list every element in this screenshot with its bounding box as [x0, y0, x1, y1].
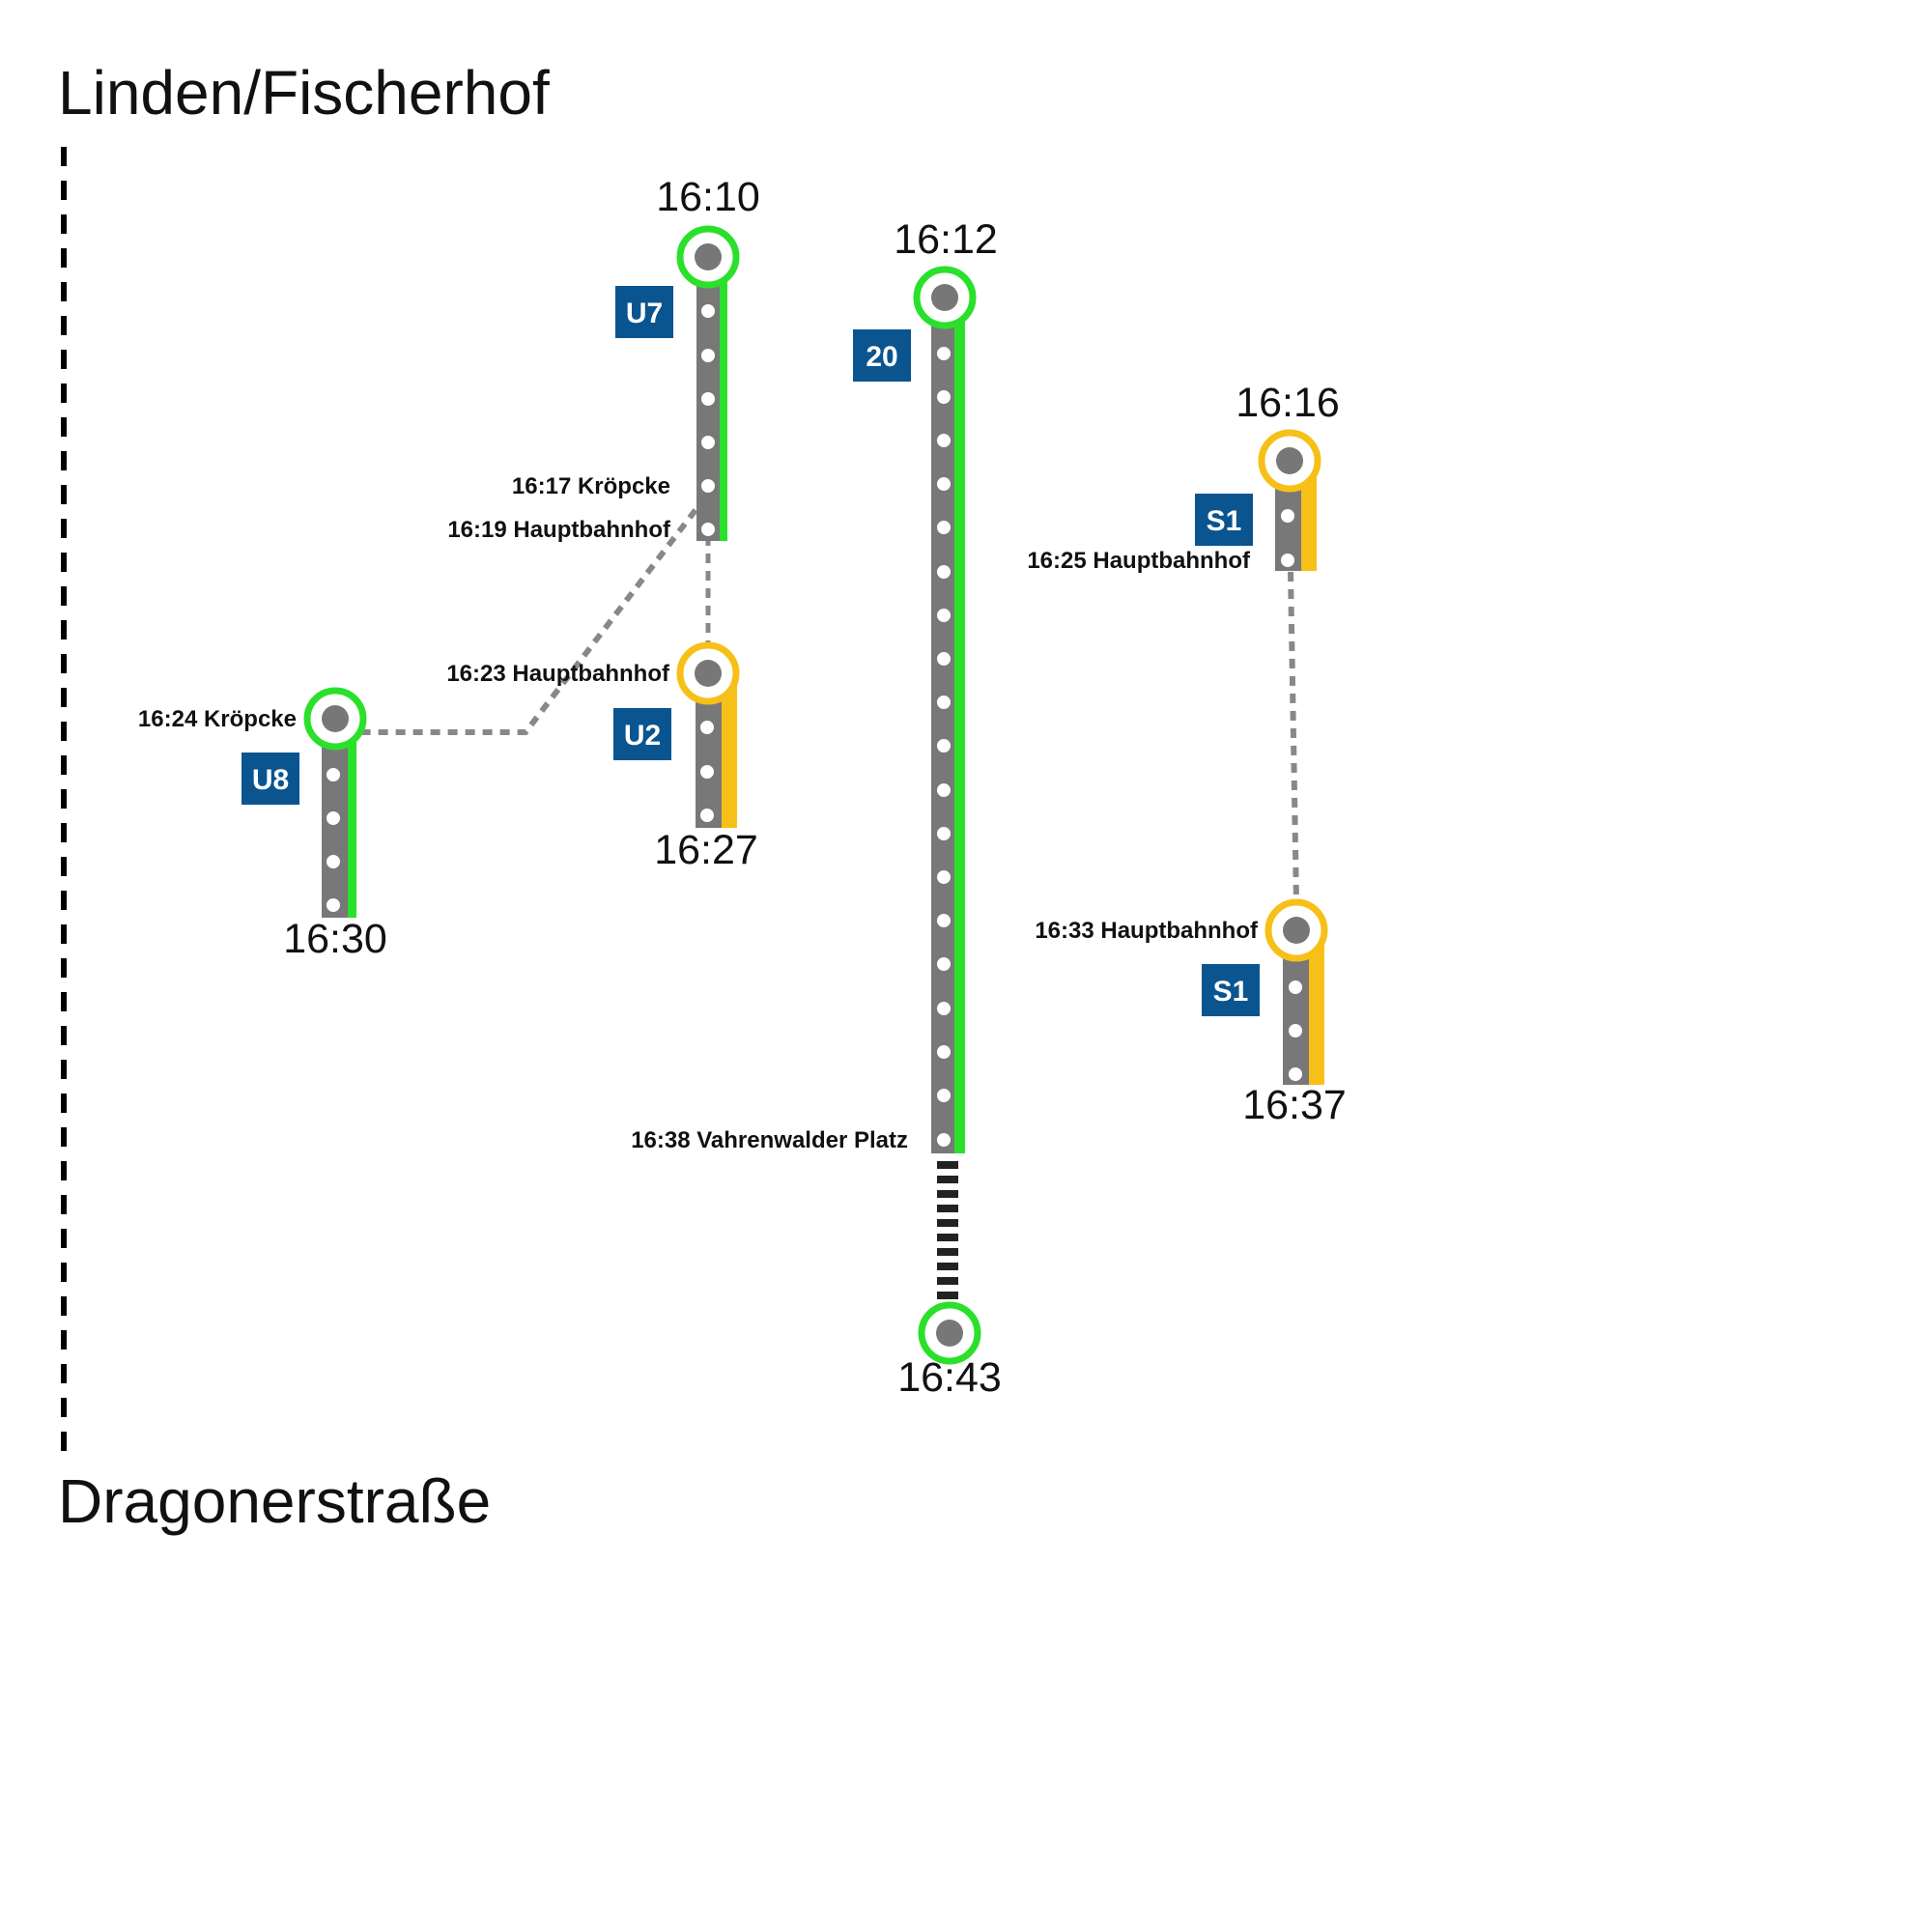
u7-stop-label-kroepcke: 16:17 Kröpcke	[512, 473, 670, 499]
s1b-start-dot	[1283, 917, 1310, 944]
u8-arrival-time: 16:30	[283, 916, 387, 962]
u2-departure-label: 16:23 Hauptbahnhof	[446, 661, 670, 687]
stop-dot	[325, 853, 342, 870]
u7-stops	[699, 302, 717, 538]
line20-track	[931, 298, 954, 1153]
stop-dot	[699, 302, 717, 320]
stop-dot	[1279, 507, 1296, 525]
stop-dot	[935, 432, 952, 449]
stop-dot	[935, 1087, 952, 1104]
s1b-line-color	[1307, 930, 1324, 1085]
u8-start-dot	[322, 705, 349, 732]
stop-dot	[1279, 552, 1296, 569]
u2-line-badge	[613, 708, 671, 760]
line20-start-dot	[931, 284, 958, 311]
stop-dot	[935, 825, 952, 842]
u8-line-color	[346, 719, 356, 918]
u2-start-dot	[695, 660, 722, 687]
s1a-departure-time: 16:16	[1236, 380, 1340, 426]
stop-dot	[1287, 979, 1304, 996]
origin-title: Linden/Fischerhof	[58, 58, 550, 128]
stop-dot	[325, 896, 342, 914]
stop-dot	[935, 563, 952, 581]
leg-u8: U8 16:24 Kröpcke 16:30	[138, 687, 387, 962]
line20-stops	[935, 345, 952, 1149]
u8-badge-label: U8	[252, 764, 289, 796]
s1a-start-dot	[1276, 447, 1303, 474]
leg-s1-second: S1 16:33 Hauptbahnhof 16:37	[1035, 898, 1347, 1128]
stop-dot	[935, 737, 952, 754]
line20-badge-label: 20	[866, 341, 897, 373]
u2-line-color	[721, 673, 737, 828]
u7-line-badge	[615, 286, 673, 338]
s1a-line-badge	[1195, 494, 1253, 546]
s1b-badge-label: S1	[1213, 976, 1249, 1008]
stop-dot	[935, 607, 952, 624]
stop-dot	[698, 763, 716, 781]
stop-dot	[698, 719, 716, 736]
leg-s1-first: S1 16:16 16:25 Hauptbahnhof	[1027, 380, 1339, 574]
stop-dot	[935, 912, 952, 929]
leg-u7: U7 16:10 16:17 Kröpcke 16:19 Hauptbahnho…	[447, 174, 759, 543]
leg-u2: U2 16:23 Hauptbahnhof 16:27	[446, 641, 758, 873]
u2-arrival-time: 16:27	[654, 827, 758, 873]
stop-dot	[1287, 1065, 1304, 1083]
stop-dot	[935, 519, 952, 536]
s1b-stops	[1287, 979, 1304, 1083]
stop-dot	[1287, 1022, 1304, 1039]
stop-dot	[935, 475, 952, 493]
line20-line-color	[952, 298, 965, 1153]
stop-dot	[935, 650, 952, 668]
line20-stop-label-vahrenwalder-platz: 16:38 Vahrenwalder Platz	[631, 1127, 908, 1153]
u7-start-dot	[695, 243, 722, 270]
stop-dot	[935, 781, 952, 799]
stop-dot	[698, 807, 716, 824]
line20-departure-time: 16:12	[894, 216, 998, 263]
walk-arrival-time: 16:43	[897, 1354, 1002, 1401]
u2-badge-label: U2	[624, 720, 661, 752]
u8-stops	[325, 766, 342, 914]
stop-dot	[325, 810, 342, 827]
stop-dot	[699, 347, 717, 364]
stop-dot	[699, 434, 717, 451]
transfer-u7-u8	[359, 508, 698, 735]
stop-dot	[935, 388, 952, 406]
transfer-s1-s1	[1288, 571, 1299, 904]
s1b-arrival-time: 16:37	[1242, 1082, 1347, 1128]
u8-line-badge	[242, 753, 299, 805]
stop-dot	[935, 868, 952, 886]
u2-stops	[698, 719, 716, 824]
s1b-line-badge	[1202, 964, 1260, 1016]
leg-20: 20 16:12 16:38 Vahrenwalder Platz 16:43	[631, 216, 1002, 1401]
u7-stop-label-hauptbahnhof: 16:19 Hauptbahnhof	[447, 517, 671, 543]
s1a-badge-label: S1	[1207, 505, 1242, 537]
stop-dot	[935, 955, 952, 973]
stop-dot	[935, 1000, 952, 1017]
s1a-stop-label-hauptbahnhof: 16:25 Hauptbahnhof	[1027, 548, 1251, 574]
u7-line-color	[717, 257, 727, 541]
s1a-stops	[1279, 507, 1296, 569]
u7-departure-time: 16:10	[656, 174, 760, 220]
u7-badge-label: U7	[626, 298, 663, 329]
u8-departure-label: 16:24 Kröpcke	[138, 706, 297, 732]
stop-dot	[699, 390, 717, 408]
destination-title: Dragonerstraße	[58, 1466, 491, 1536]
destination-dot	[936, 1320, 963, 1347]
stop-dot	[935, 345, 952, 362]
stop-dot	[935, 694, 952, 711]
s1b-departure-label: 16:33 Hauptbahnhof	[1035, 918, 1259, 944]
stop-dot	[325, 766, 342, 783]
stop-dot	[699, 477, 717, 495]
stop-dot	[699, 521, 717, 538]
stop-dot	[935, 1131, 952, 1149]
line20-line-badge	[853, 329, 911, 382]
stop-dot	[935, 1043, 952, 1061]
